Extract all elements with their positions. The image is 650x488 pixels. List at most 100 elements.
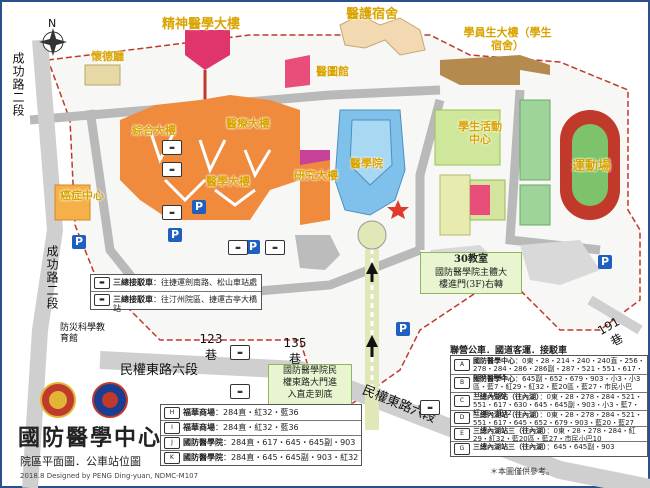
bus-legend-row: J 國防醫學院：284直・617・645・645副・903: [161, 435, 361, 451]
stop-b-routes: 645副・652・679・903・小3・小3區・藍7・紅29・紅32・藍20區・…: [473, 375, 641, 400]
stop-i-routes: 284直・紅32・藍36: [223, 423, 299, 432]
bus-icon: E: [454, 428, 470, 440]
stop-a-routes: 0東・28・214・240・240直・256・278・284・286・286副・…: [473, 357, 645, 382]
bus-legend-row: C 三總內湖站（往內湖）：0東・28・278・284・521・551・617・6…: [451, 392, 647, 417]
callout-classroom-line2: 樓進門(3F)右轉: [439, 279, 503, 290]
callout-entrance-line3: 入直走到底: [287, 390, 333, 401]
bus-legend-row: K 國防醫學院：284直・645・645副・903・紅32: [161, 450, 361, 465]
road-chenggong-south: 成功路二段: [45, 245, 59, 310]
callout-classroom-title: 30教室: [454, 254, 488, 265]
bus-icon: I: [164, 422, 180, 434]
map-subtitle: 院區平面圖．公車站位圖: [20, 455, 141, 468]
label-student-center: 學生活動中心: [458, 120, 502, 147]
bus-legend-right-header: 聯營公車．國道客運．接駁車: [450, 346, 568, 356]
bus-stop-icon: ▬: [162, 205, 182, 220]
stop-c-routes: 0東・28・278・284・521・551・617・630・645・645副・9…: [473, 393, 642, 418]
compass-label: N: [48, 17, 57, 30]
road-lane-135: 135巷: [283, 336, 307, 366]
shuttle-label-1: 三總接駁車: [113, 278, 153, 287]
bus-stop-icon: ▬: [228, 240, 248, 255]
parking-icon: P: [72, 235, 86, 249]
map-credit: 2018.8 Designed by PENG Ding-yuan, NDMC-…: [20, 472, 199, 480]
parking-icon: P: [246, 240, 260, 254]
stop-h-name: 福華商場: [183, 408, 215, 417]
stop-h-routes: 284直・紅32・藍36: [223, 408, 299, 417]
stop-e-name: 三總內湖站三（往內湖）: [473, 427, 547, 435]
bus-stop-icon: ▬: [162, 162, 182, 177]
bus-legend-row: B 國防醫學中心：645副・652・679・903・小3・小3區・藍7・紅29・…: [451, 374, 647, 399]
chenggong-road: [22, 39, 64, 488]
stop-j-routes: 284直・617・645・645副・903: [231, 438, 356, 447]
label-school-main: 醫學院: [350, 157, 383, 170]
road-lane-123: 123巷: [199, 332, 223, 362]
bus-legend-row: A 國防醫學中心：0東・28・214・240・240直・256・278・284・…: [451, 356, 647, 381]
bus-icon: C: [454, 395, 470, 407]
bus-icon: G: [454, 443, 470, 455]
shuttle-detail-2: 往汀州院區、捷運古亭大橋站: [113, 295, 257, 314]
parking-icon: P: [598, 255, 612, 269]
label-research: 研究大樓: [294, 169, 338, 182]
stop-c-name: 三總內湖站（往內湖）: [473, 393, 540, 401]
label-student-dorm: 學員生大樓（學生宿舍）: [463, 26, 552, 53]
bus-icon: H: [164, 407, 180, 419]
callout-entrance-line2: 權東路大門進: [282, 378, 337, 389]
label-staff-dorm: 醫護宿舍: [346, 7, 399, 22]
bus-icon: ▬: [94, 294, 110, 306]
bus-stop-icon: ▬: [230, 345, 250, 360]
bus-stop-icon: ▬: [162, 140, 182, 155]
student-dorm: [440, 55, 550, 85]
callout-classroom-line1: 國防醫學院主體大: [434, 267, 507, 278]
shuttle-label-2: 三總接駁車: [113, 295, 153, 304]
entrance-callout: 國防醫學院民 權東路大門進 入直走到底: [268, 364, 352, 410]
bus-icon: A: [454, 359, 470, 371]
stop-i-name: 福華商場: [183, 423, 215, 432]
stop-g-routes: 645・645副・903: [553, 443, 615, 451]
road-minquan-west: 民權東路六段: [120, 363, 199, 378]
stop-d-routes: 0東・28・278・284・521・551・617・645・652・679・90…: [473, 411, 642, 428]
bus-legend-row: H 福華商場：284直・紅32・藍36: [161, 405, 361, 421]
bus-legend-row: E 三總內湖站三（往內湖）：0東・28・278・284・紅29・紅32・藍20區…: [451, 426, 647, 444]
label-stadium: 運動場: [572, 159, 612, 174]
parking-icon: P: [396, 322, 410, 336]
stop-g-name: 三總內湖站三（往內湖）: [473, 443, 547, 451]
label-comprehensive: 綜合大樓: [132, 124, 176, 137]
bus-legend-left: H 福華商場：284直・紅32・藍36 I 福華商場：284直・紅32・藍36 …: [160, 404, 362, 466]
label-med-building: 醫學大樓: [206, 175, 250, 188]
bus-stop-icon: ▬: [230, 384, 250, 399]
label-tower-north: 懷德廳: [91, 50, 124, 63]
stop-b-name: 國防醫學中心: [473, 375, 515, 383]
minquan-road: [99, 351, 650, 488]
road-chenggong-north: 成功路二段: [11, 52, 25, 117]
bus-legend-row: G 三總內湖站三（往內湖）：645・645副・903: [451, 441, 647, 456]
label-cancer-center: 癌症中心: [60, 189, 104, 202]
shuttle-legend-row: ▬ 三總接駁車：往捷運劍南路、松山車站處: [91, 275, 261, 292]
psychiatric-building: [185, 30, 230, 70]
label-psychiatric: 精神醫學大樓: [162, 17, 241, 32]
classroom-marker: [387, 200, 409, 219]
stop-j-name: 國防醫學院: [183, 438, 223, 447]
label-medical-lib: 醫圖館: [316, 65, 349, 78]
bus-stop-icon: ▬: [265, 240, 285, 255]
shuttle-legend: ▬ 三總接駁車：往捷運劍南路、松山車站處 ▬ 三總接駁車：往汀州院區、捷運古亭大…: [90, 274, 262, 314]
classroom-callout: 30教室 國防醫學院主體大 樓進門(3F)右轉: [420, 252, 522, 294]
stop-k-name: 國防醫學院: [183, 453, 223, 462]
callout-entrance-line1: 國防醫學院民: [282, 366, 337, 376]
bus-icon: B: [454, 377, 470, 389]
stop-a-name: 國防醫學中心: [473, 357, 515, 365]
stop-d-name: 三總內湖站（往內湖）: [473, 411, 540, 419]
bus-icon: J: [164, 437, 180, 449]
parking-icon: P: [168, 228, 182, 242]
stop-e-routes: 0東・28・278・284・紅29・紅32・藍20區・藍27・市民小巴10: [473, 427, 636, 444]
stop-k-routes: 284直・645・645副・903・紅32: [231, 453, 359, 462]
label-disaster-center: 防災科學教育館: [60, 323, 106, 345]
bus-stop-icon: ▬: [420, 400, 440, 415]
bus-legend-row: D 三總內湖站（往內湖）：0東・28・278・284・521・551・617・6…: [451, 410, 647, 427]
bus-legend-row: I 福華商場：284直・紅32・藍36: [161, 420, 361, 436]
parking-icon: P: [192, 200, 206, 214]
staff-dorm: [339, 14, 426, 56]
map-note: ＊本圖僅供參考。: [490, 467, 554, 476]
label-medical-tower: 醫療大樓: [226, 117, 270, 130]
map-title: 國防醫學中心: [18, 425, 163, 451]
bus-icon: D: [454, 412, 470, 424]
